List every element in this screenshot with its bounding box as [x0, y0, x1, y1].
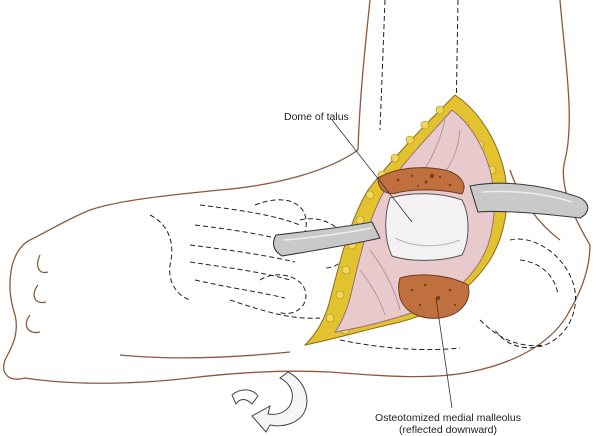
leader-dome-of-talus — [331, 119, 413, 223]
metatarsal-1 — [199, 204, 301, 226]
label-osteotomized-line1: Osteotomized medial malleolus — [375, 412, 521, 424]
heel-arc — [479, 319, 546, 347]
label-dome-of-talus: Dome of talus — [284, 111, 349, 123]
talus-dome-shading — [394, 237, 461, 247]
toe-3 — [33, 284, 47, 304]
metatarsal-4 — [189, 261, 291, 281]
medial-malleolus-bone — [398, 274, 470, 319]
foot-skin-outline — [3, 0, 591, 384]
metatarsal-3 — [189, 244, 296, 263]
arch-line — [119, 351, 291, 359]
leader-osteotomized-malleolus — [435, 297, 453, 409]
retractor-left — [272, 221, 381, 257]
tibia-cut-surface — [377, 167, 465, 195]
malleolus-bone-pores — [410, 283, 457, 307]
midfoot-lower — [229, 299, 321, 319]
metatarsal-5 — [194, 279, 286, 299]
label-osteotomized-line2: (reflected downward) — [398, 424, 498, 436]
hindfoot-calcaneus — [494, 238, 576, 349]
retractor-right — [469, 182, 589, 219]
cuboid — [259, 274, 307, 314]
calcaneus-inner — [519, 259, 559, 296]
plantar-dash — [339, 339, 461, 351]
tibia-dashed-left — [379, 0, 386, 131]
label-osteotomized-malleolus: Osteotomized medial malleolus (reflected… — [363, 412, 533, 436]
phalanx-row — [149, 214, 191, 301]
toe-big — [3, 239, 31, 380]
tibia-bone-pores — [396, 173, 452, 187]
rotation-arrow-icon — [231, 371, 308, 433]
sole-outline — [24, 370, 471, 384]
navicular — [299, 218, 347, 269]
toe-2 — [37, 254, 49, 274]
toe-4 — [25, 314, 41, 334]
leg-outline-left — [357, 0, 371, 151]
dorsum-outline — [29, 149, 359, 241]
heel-outline — [469, 244, 591, 373]
